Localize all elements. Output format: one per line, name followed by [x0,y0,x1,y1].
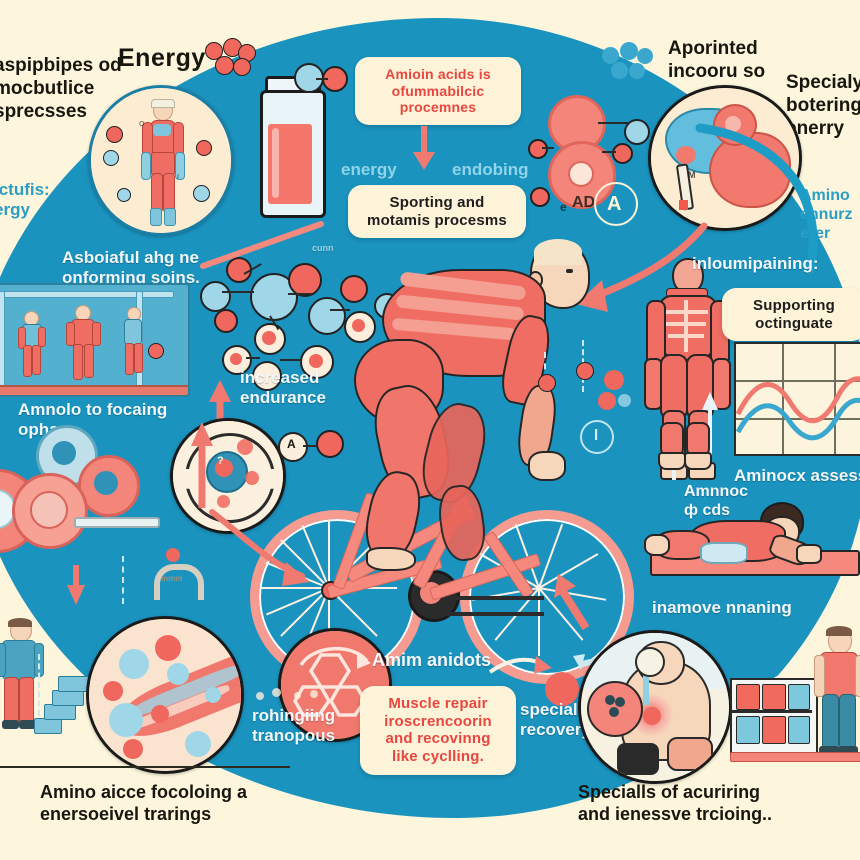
energy-burst-glyph [598,370,638,416]
molecule-glyph-ad: AD [572,194,596,211]
label-specialve-recovery: specialve recovery [520,700,597,740]
atom-label-a: A [607,193,622,215]
marker-dot-1 [538,374,556,392]
marker-dot-2 [576,362,594,380]
gears-cluster [0,425,160,555]
decorative-teal-arc [695,123,818,275]
supplement-shelf-scene [730,618,860,774]
arrow-down-from-amino-bubble [413,126,435,170]
heading-top-right: Aporinted incooru so [668,38,766,82]
label-amino-cds: Amnnoc ф cds [684,483,748,520]
arrow-amino-to-right [488,656,552,674]
caption-divider-left [0,766,290,768]
arrow-curve-organ-to-body [576,222,708,312]
bubble-sporting-metabolic: Sporting and motamis procesms [348,185,526,239]
arrow-up-right-1 [702,392,718,456]
circle-glyph-l: l [580,420,614,454]
label-amim-anidots: Amim anidots [372,650,492,670]
circle-muscle-fibre-molecules [86,616,244,774]
label-increased-endurance: increased endurance [240,368,326,408]
molecule-chain-center: cunn [192,243,407,391]
bubble-muscle-repair: Muscle repair iroscrencoorin and recovin… [360,686,516,775]
dashed-mark-1 [544,352,546,392]
atom-pair-above-jar [294,58,368,94]
label-amino-assess: Aminocx assess [734,466,860,485]
gym-treadmill-scene [0,283,190,397]
dotted-decor [256,688,326,704]
label-inamove-nnaning: inamove nnaning [652,598,792,617]
feet-glyph [658,422,716,470]
arrow-cell-to-bike [209,509,310,586]
protein-supplement-jar [256,76,326,226]
molecule-glyph-e: e [560,200,567,214]
label-left-white-1: Asboiaful ahg ne onforming soins. [62,248,200,288]
caption-bottom-right: Specialls of acuriring and ienessve trci… [578,782,773,824]
label-transport: rohingiing tranopous [252,706,336,746]
atom-pair-right-of-cell: A [278,428,352,462]
arrow-up-left-molecules [191,422,213,508]
bubble-amino-metabolic: Amioin acids is ofummabilcic procemnes [355,57,521,125]
cyclist-anatomy-figure [330,235,620,571]
molecule-glyph-o: O [139,121,145,128]
caption-bottom-left: Amino aicce focoloing a enersoeivel trar… [40,782,248,824]
page-title: Energy [118,44,206,72]
label-energy-small: energy [341,160,397,179]
atom-circle-a: A [594,182,638,226]
heading-top-left: aspipbipes od mocbutlice sprecsses [0,55,122,122]
teal-molecule-cluster [602,42,657,88]
arrow-up-to-bike [554,574,590,631]
stairs-progress-scene [0,612,132,742]
arrow-down-gears [67,565,85,605]
magnet-glyph: mmm [152,548,204,600]
label-right-white-1: inloumipaining: [692,254,819,273]
red-molecule-cluster-title [205,38,263,84]
label-left-small: ictufis: ergy [0,180,50,220]
arrow-jar-to-molecules [200,221,324,269]
line-chart-panel [734,342,860,456]
label-endobing-small: endobing [452,160,529,179]
circle-cell-receptor: ? [170,418,286,534]
circle-anatomy-figure: O l [88,85,234,236]
dashed-divider-left [122,556,124,604]
bubble-supporting: Supporting octinguate [722,288,860,342]
heading-top-far-right: Specialy botering enerry [786,72,860,139]
circle-shoulder-therapy [578,630,732,784]
molecule-glyph-l: l [177,174,179,181]
anatomy-man-figure [139,99,185,226]
stretching-athlete-scene [644,494,860,590]
